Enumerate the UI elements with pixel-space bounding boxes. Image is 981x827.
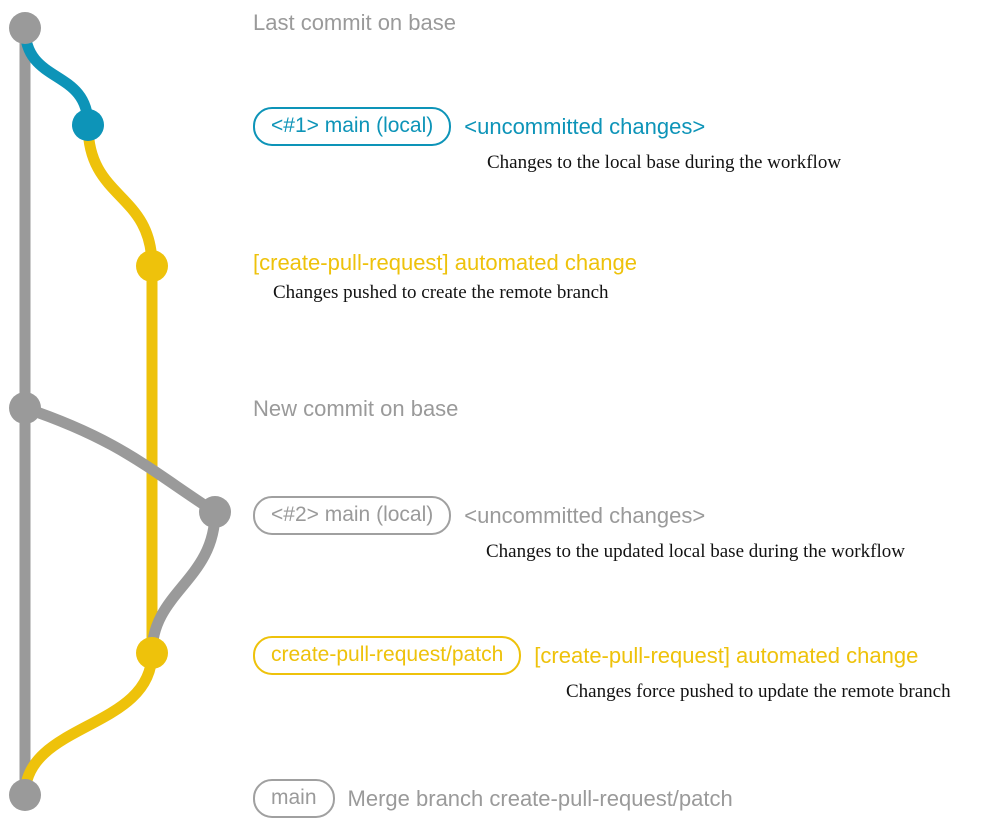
commit-subject: Merge branch create-pull-request/patch (347, 785, 733, 811)
commit-row-line: [create-pull-request] automated change (253, 250, 637, 276)
commit-row-line: <#1> main (local) <uncommitted changes> (253, 107, 841, 146)
commit-row: <#1> main (local) <uncommitted changes> Ch… (253, 107, 841, 174)
commit-row: main Merge branch create-pull-request/pat… (253, 779, 733, 818)
graph-edge (146, 511, 221, 654)
commit-node[interactable]: New commit on base (9, 392, 41, 424)
graph-edge (19, 652, 158, 796)
commit-row: New commit on base (253, 396, 458, 422)
commit-subject: [create-pull-request] automated change (534, 642, 919, 668)
commit-subject: <uncommitted changes> (464, 113, 706, 139)
commit-row-line: main Merge branch create-pull-request/pat… (253, 779, 733, 818)
branch-ref-pill[interactable]: <#1> main (local) (253, 107, 452, 146)
graph-edge (82, 124, 158, 267)
commit-node[interactable]: <#2> main (local) (199, 496, 231, 528)
branch-ref-pill[interactable]: <#2> main (local) (253, 496, 452, 535)
commit-row: create-pull-request/patch [create-pull-re… (253, 636, 951, 703)
branch-ref-pill[interactable]: create-pull-request/patch (253, 636, 522, 675)
commit-subject: New commit on base (253, 396, 459, 421)
commit-subject: Last commit on base (253, 10, 456, 35)
commit-node[interactable]: Last commit on base (9, 12, 41, 44)
commit-row: <#2> main (local) <uncommitted changes> Ch… (253, 496, 905, 563)
commit-subject: [create-pull-request] automated change (253, 250, 638, 275)
commit-node[interactable]: create-pull-request/patch (136, 637, 168, 669)
commit-note: Changes force pushed to update the remot… (566, 681, 951, 702)
branch-ref-pill[interactable]: main (253, 779, 335, 818)
commit-node[interactable]: <#1> main (local) (72, 109, 104, 141)
commit-note: Changes to the updated local base during… (486, 541, 905, 562)
commit-row-line: create-pull-request/patch [create-pull-re… (253, 636, 951, 675)
graph-edges (19, 27, 221, 796)
commit-node[interactable]: main (9, 779, 41, 811)
commit-row-line: <#2> main (local) <uncommitted changes> (253, 496, 905, 535)
commit-row-line: New commit on base (253, 396, 458, 422)
graph-edge (23, 402, 218, 517)
commit-row: Last commit on base (253, 10, 456, 36)
graph-edge (19, 27, 94, 126)
commit-node[interactable]: [create-pull-request] automated change (136, 250, 168, 282)
commit-subject: <uncommitted changes> (464, 502, 706, 528)
commit-note: Changes pushed to create the remote bran… (273, 282, 609, 303)
graph-nodes: Last commit on base <#1> main (local) [cre… (9, 12, 231, 811)
commit-note: Changes to the local base during the wor… (487, 152, 842, 173)
commit-row-line: Last commit on base (253, 10, 456, 36)
